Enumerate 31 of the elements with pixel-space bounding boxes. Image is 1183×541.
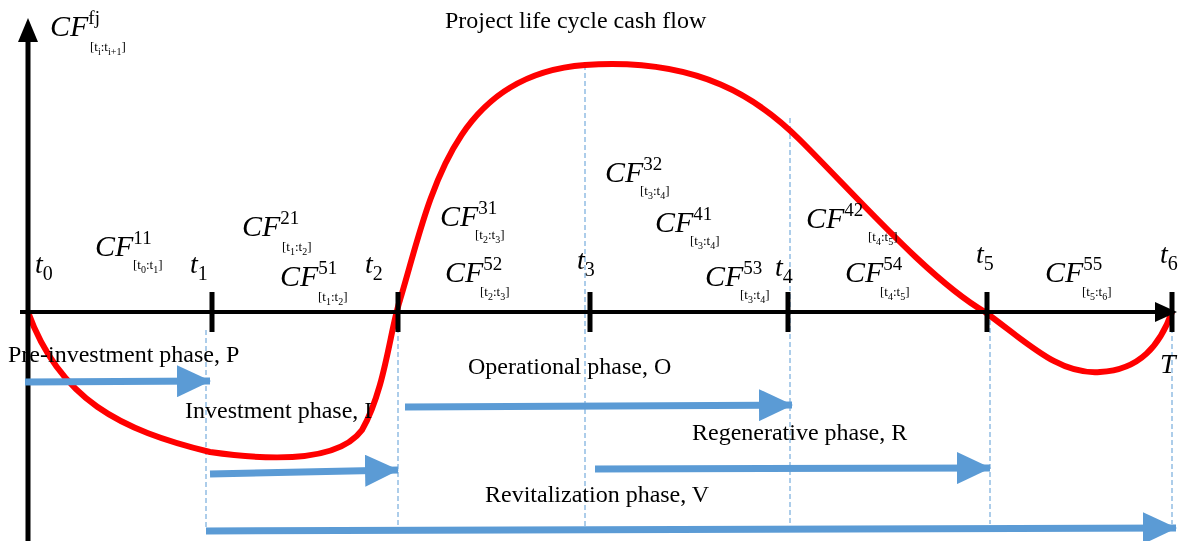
- axis-subscript: [t$_{i}$:t$_{i+1}$]: [90, 40, 126, 57]
- time-point-label: t$_{3}$: [577, 246, 595, 279]
- interval-label: [t$_{3}$:t$_{4}$]: [740, 288, 770, 305]
- end-time-label: T: [1160, 350, 1176, 378]
- interval-label: [t$_{4}$:t$_{5}$]: [868, 230, 898, 247]
- time-point-label: t$_{2}$: [365, 250, 383, 283]
- chart-title: Project life cycle cash flow: [445, 8, 707, 32]
- cash-flow-label: CF$^{51}$: [280, 258, 338, 292]
- time-point-label: t$_{6}$: [1160, 240, 1178, 273]
- cash-flow-label: CF$^{21}$: [242, 208, 300, 242]
- interval-label: [t$_{0}$:t$_{1}$]: [133, 258, 163, 275]
- interval-label: [t$_{1}$:t$_{2}$]: [318, 290, 348, 307]
- interval-label: [t$_{2}$:t$_{3}$]: [475, 228, 505, 245]
- cash-flow-label: CF$^{54}$: [845, 254, 903, 288]
- time-point-label: t$_{5}$: [976, 240, 994, 273]
- time-point-label: t$_{1}$: [190, 250, 208, 283]
- phase-label: Regenerative phase, R: [692, 420, 908, 444]
- cash-flow-label: CF$^{52}$: [445, 254, 503, 288]
- interval-label: [t$_{3}$:t$_{4}$]: [690, 234, 720, 251]
- time-point-label: t$_{4}$: [775, 253, 793, 286]
- phase-label: Operational phase, O: [468, 354, 672, 378]
- phase-label: Revitalization phase, V: [485, 482, 710, 506]
- interval-label: [t$_{4}$:t$_{5}$]: [880, 285, 910, 302]
- time-point-label: t$_{0}$: [35, 250, 53, 283]
- cash-flow-label: CF$^{42}$: [806, 200, 864, 234]
- interval-label: [t$_{5}$:t$_{6}$]: [1082, 285, 1112, 302]
- interval-label: [t$_{1}$:t$_{2}$]: [282, 240, 312, 257]
- interval-label: [t$_{2}$:t$_{3}$]: [480, 285, 510, 302]
- cash-flow-label: CF$^{55}$: [1045, 254, 1103, 288]
- interval-label: [t$_{3}$:t$_{4}$]: [640, 184, 670, 201]
- axis-label: CF$^{fj}$: [50, 8, 100, 42]
